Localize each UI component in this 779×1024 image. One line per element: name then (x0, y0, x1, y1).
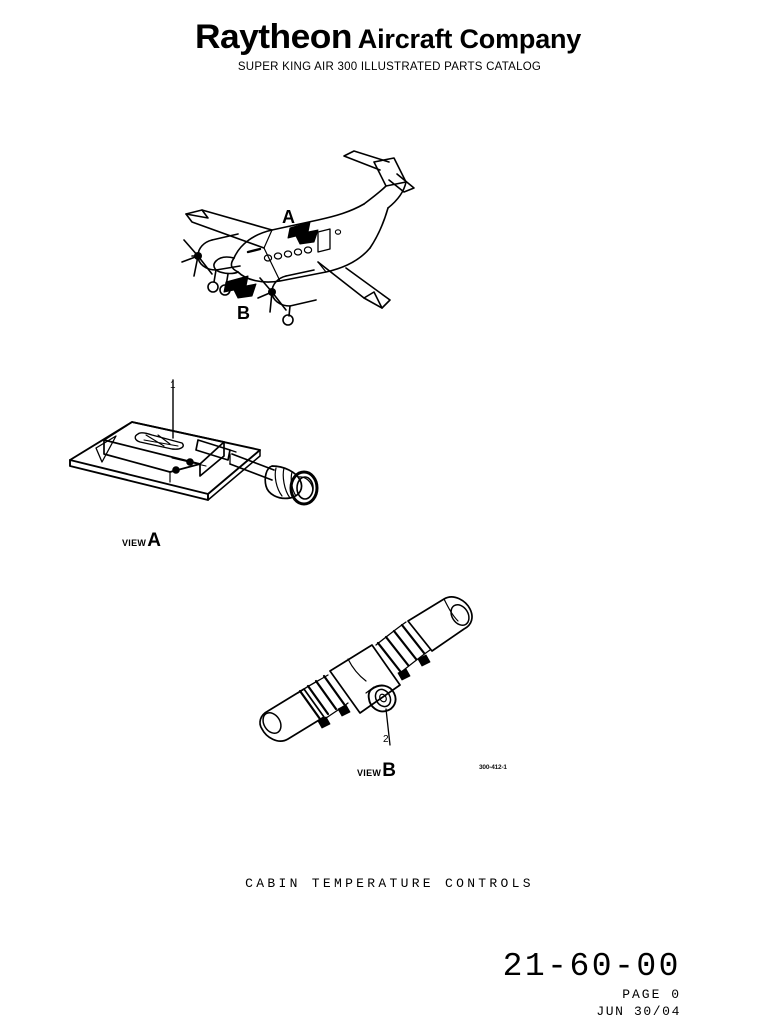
view-a-illustration (60, 378, 330, 528)
aircraft-locator-diagram: A B (168, 148, 418, 343)
callout-number-2: 2 (383, 734, 389, 745)
brand-subname: Aircraft Company (357, 24, 582, 54)
view-a-letter: A (147, 530, 161, 551)
duct-assembly-art (259, 596, 473, 746)
callout-arrow-b (223, 275, 257, 299)
callout-number-1: 1 (170, 380, 176, 391)
catalog-subtitle: SUPER KING AIR 300 ILLUSTRATED PARTS CAT… (237, 61, 542, 73)
figure-title: CABIN TEMPERATURE CONTROLS (245, 876, 534, 891)
leader-line-2 (385, 708, 391, 746)
aircraft-line-art (181, 150, 415, 326)
locator-letter-a: A (282, 207, 295, 227)
temperature-sensor-assembly-art (69, 379, 319, 506)
callout-arrow-a (287, 221, 319, 245)
view-a-label: VIEWA (122, 531, 161, 550)
view-b-word: VIEW (357, 768, 382, 778)
locator-letter-b: B (237, 303, 250, 323)
view-b-label: VIEWB (357, 761, 396, 780)
drawing-number: 300-412-1 (479, 764, 507, 771)
view-b-illustration (248, 596, 548, 770)
page-number: PAGE 0 (622, 987, 681, 1002)
view-a-word: VIEW (122, 538, 147, 548)
brand-wordmark: Raytheon (194, 18, 352, 56)
view-b-letter: B (382, 760, 396, 781)
page-footer: 21-60-00 PAGE 0 JUN 30/04 (503, 950, 681, 1018)
chapter-number: 21-60-00 (502, 948, 681, 985)
revision-date: JUN 30/04 (596, 1004, 681, 1019)
